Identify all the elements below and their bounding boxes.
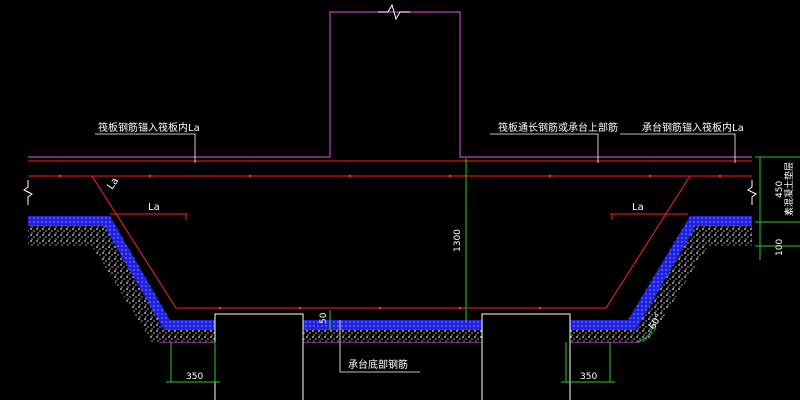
- la-right-label: La: [632, 202, 644, 213]
- la-diag-label: La: [105, 176, 121, 192]
- dimension-lines: [166, 156, 800, 383]
- right-offset-dimension: 350: [580, 372, 597, 382]
- break-mark: [378, 3, 410, 21]
- right-lower-dimension: 100: [775, 239, 785, 256]
- right-top-note: 承台钢筋锚入筏板内La: [642, 121, 744, 134]
- left-offset-dimension: 350: [186, 372, 203, 382]
- pile-right: [481, 313, 571, 400]
- leader-lines: [95, 133, 736, 373]
- right-upper-dimension: 450: [775, 181, 785, 198]
- la-left-label: La: [148, 202, 160, 213]
- cover-dimension: 50: [319, 312, 329, 324]
- bottom-note: 承台底部钢筋: [348, 358, 408, 371]
- rebar-dots: [58, 174, 722, 310]
- pile-left: [214, 313, 304, 400]
- right-side-note: 素混凝土垫层: [783, 162, 795, 216]
- cushion-layer: [28, 226, 752, 342]
- column-outline: [28, 11, 752, 158]
- middle-top-note: 筏板通长钢筋或承台上部筋: [498, 121, 618, 134]
- depth-dimension: 1300: [453, 229, 463, 252]
- left-top-note: 筏板钢筋锚入筏板内La: [98, 121, 200, 134]
- right-break-mark: [747, 180, 757, 205]
- left-break-mark: [23, 180, 33, 205]
